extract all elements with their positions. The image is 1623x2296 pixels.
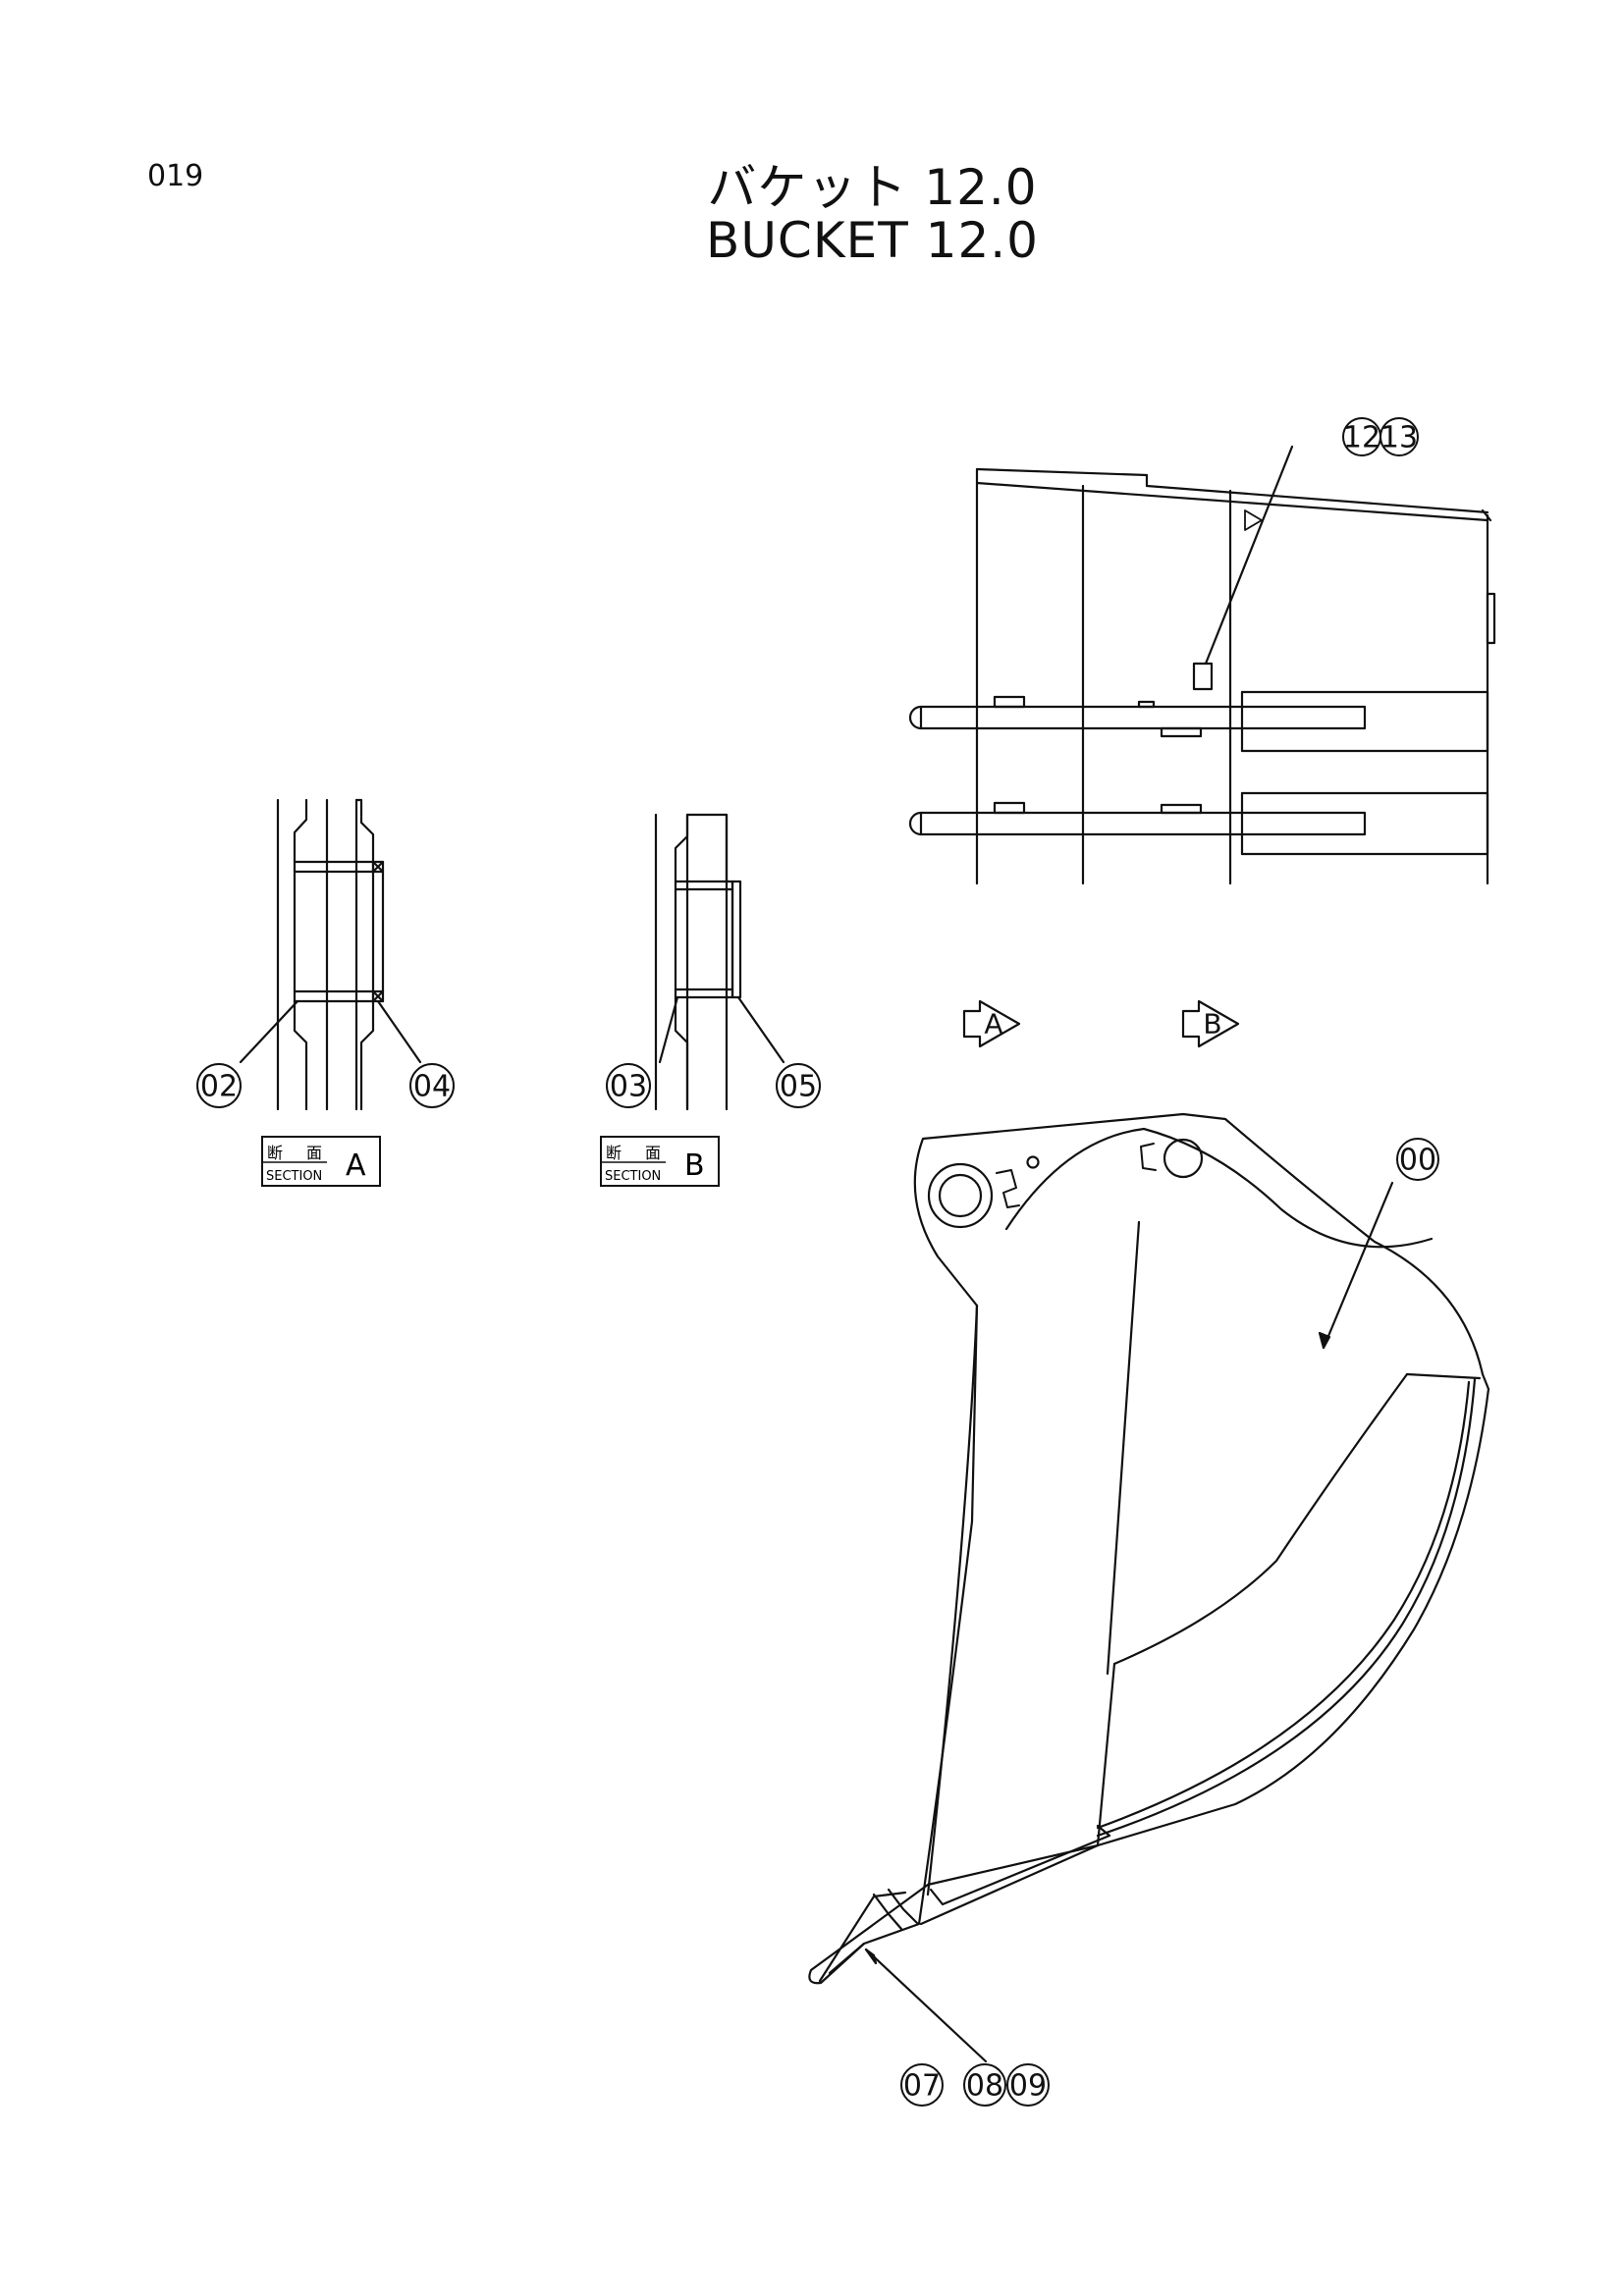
svg-text:08: 08 — [966, 2069, 1003, 2104]
svg-text:12: 12 — [1343, 421, 1380, 455]
view-arrow-a — [962, 999, 1021, 1048]
page-number: 019 — [147, 159, 204, 193]
section-label-b: 断 面 SECTION B — [600, 1136, 720, 1187]
callout-03: 03 — [606, 1063, 651, 1108]
svg-text:07: 07 — [903, 2069, 941, 2104]
callout-13: 13 — [1380, 417, 1419, 456]
svg-text:断: 断 — [267, 1144, 283, 1162]
pin-view-detail — [908, 445, 1496, 885]
callout-04: 04 — [409, 1063, 455, 1108]
callout-02: 02 — [196, 1063, 242, 1108]
svg-text:04: 04 — [413, 1070, 451, 1104]
callout-12: 12 — [1342, 417, 1381, 456]
callout-05: 05 — [776, 1063, 821, 1108]
callout-08: 08 — [963, 2063, 1006, 2107]
svg-text:13: 13 — [1380, 421, 1418, 455]
svg-text:02: 02 — [200, 1070, 238, 1104]
svg-text:03: 03 — [610, 1070, 647, 1104]
callout-07: 07 — [900, 2063, 944, 2107]
svg-text:SECTION: SECTION — [605, 1169, 661, 1184]
svg-text:B: B — [684, 1148, 705, 1183]
svg-text:A: A — [346, 1148, 366, 1183]
bucket-drawing — [808, 1112, 1490, 2063]
view-arrow-a-letter: A — [984, 1008, 1002, 1041]
svg-text:SECTION: SECTION — [266, 1169, 322, 1184]
svg-text:09: 09 — [1009, 2069, 1047, 2104]
section-a-detail — [239, 798, 422, 1111]
svg-text:面: 面 — [645, 1144, 661, 1162]
view-arrow-b — [1181, 999, 1240, 1048]
svg-text:面: 面 — [306, 1144, 322, 1162]
callout-00: 00 — [1396, 1138, 1439, 1181]
section-b-detail — [654, 813, 785, 1111]
title-japanese: バケット 12.0 — [707, 159, 1038, 216]
title-english: BUCKET 12.0 — [706, 212, 1039, 269]
svg-text:05: 05 — [780, 1070, 817, 1104]
svg-text:断: 断 — [606, 1144, 622, 1162]
svg-text:00: 00 — [1399, 1144, 1436, 1178]
view-arrow-b-letter: B — [1203, 1008, 1221, 1041]
callout-09: 09 — [1006, 2063, 1050, 2107]
section-label-a: 断 面 SECTION A — [261, 1136, 381, 1187]
